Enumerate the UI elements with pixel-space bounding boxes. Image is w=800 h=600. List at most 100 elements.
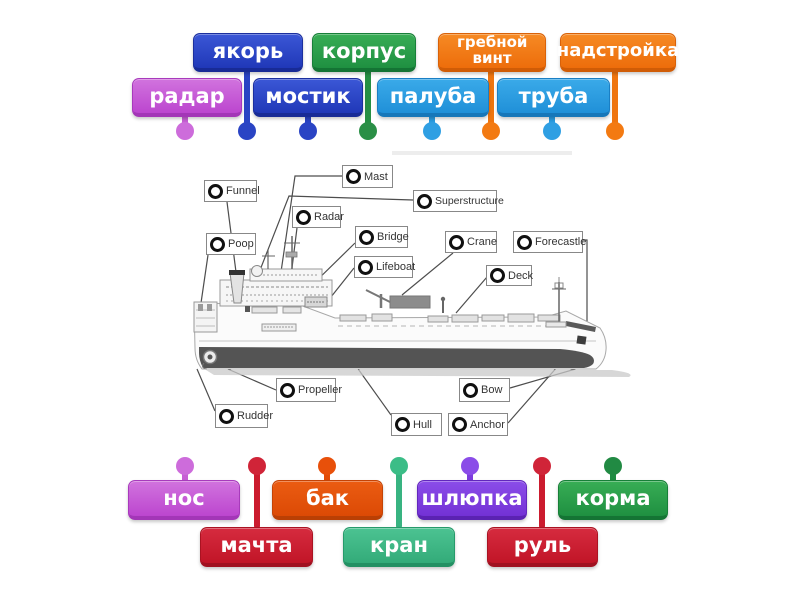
ship-stern-structure <box>193 301 218 333</box>
word-pin-stem-shlyupka <box>467 466 473 484</box>
target-circle-propeller[interactable] <box>280 382 295 398</box>
target-circle-superstructure[interactable] <box>417 193 432 209</box>
diagram-label-poop[interactable]: Poop <box>206 233 256 255</box>
word-pin-stem-kran <box>396 466 402 529</box>
target-circle-lifeboat[interactable] <box>358 259 373 275</box>
word-pin-stem-machta <box>254 466 260 529</box>
word-tile-label: шлюпка <box>421 486 523 511</box>
target-circle-funnel[interactable] <box>208 183 223 199</box>
target-circle-mast[interactable] <box>346 169 361 184</box>
word-tile-machta[interactable]: мачта <box>200 527 313 567</box>
word-pin-stem-nadstroyka <box>612 68 618 131</box>
ship-superstructure <box>219 236 333 332</box>
diagram-label-text: Bridge <box>377 231 409 243</box>
word-tile-label: корпус <box>321 38 407 63</box>
word-pin-dot-nadstroyka <box>606 122 624 140</box>
diagram-label-text: Superstructure <box>435 195 504 207</box>
target-circle-poop[interactable] <box>210 236 225 252</box>
word-pin-dot-paluba <box>423 122 441 140</box>
diagram-label-text: Deck <box>508 269 534 282</box>
diagram-label-text: Poop <box>228 238 254 250</box>
diagram-label-text: Forecastle <box>535 236 587 248</box>
diagram-label-forecastle[interactable]: Forecastle <box>513 231 587 253</box>
word-pin-stem-rul <box>539 466 545 529</box>
word-pin-dot-rul <box>533 457 551 475</box>
word-tile-nadstroyka[interactable]: надстройка <box>556 33 680 72</box>
target-circle-hull[interactable] <box>395 417 410 432</box>
diagram-label-mast[interactable]: Mast <box>342 165 393 188</box>
diagram-label-crane[interactable]: Crane <box>445 231 497 253</box>
word-tile-rul[interactable]: руль <box>487 527 598 567</box>
word-pin-stem-korpus <box>365 68 371 131</box>
diagram-label-text: Mast <box>364 170 388 183</box>
word-pin-dot-shlyupka <box>461 457 479 475</box>
word-tile-label: бак <box>305 486 350 511</box>
word-tile-label: труба <box>518 83 589 108</box>
word-tile-yakor[interactable]: якорь <box>193 33 303 72</box>
word-pin-dot-truba <box>543 122 561 140</box>
target-circle-radar[interactable] <box>296 209 311 225</box>
word-pin-dot-machta <box>248 457 266 475</box>
word-pin-dot-kran <box>390 457 408 475</box>
target-circle-crane[interactable] <box>449 234 464 250</box>
word-pin-dot-nos <box>176 457 194 475</box>
diagram-label-superstructure[interactable]: Superstructure <box>413 190 504 212</box>
diagram-label-text: Hull <box>413 418 432 431</box>
diagram-label-text: Bow <box>481 384 503 396</box>
word-tile-paluba[interactable]: палуба <box>377 78 489 117</box>
diagram-label-anchor[interactable]: Anchor <box>448 413 508 436</box>
diagram-label-radar[interactable]: Radar <box>292 206 344 228</box>
diagram-label-text: Funnel <box>226 185 260 197</box>
diagram-label-lifeboat[interactable]: Lifeboat <box>354 256 416 278</box>
word-tile-label: руль <box>513 533 572 558</box>
word-tile-radar[interactable]: радар <box>132 78 242 117</box>
word-tile-korma[interactable]: корма <box>558 480 668 520</box>
word-pin-dot-grebnoy-vint <box>482 122 500 140</box>
word-tile-label: надстройка <box>556 39 680 61</box>
word-tile-shlyupka[interactable]: шлюпка <box>417 480 527 520</box>
target-circle-forecastle[interactable] <box>517 234 532 250</box>
scan-artifact <box>392 151 572 155</box>
diagram-label-text: Lifeboat <box>376 261 416 273</box>
word-tile-bak[interactable]: бак <box>272 480 383 520</box>
diagram-label-text: Anchor <box>470 418 505 431</box>
diagram-label-text: Radar <box>314 211 344 223</box>
target-circle-bridge[interactable] <box>359 229 374 245</box>
word-tile-mostik[interactable]: мостик <box>253 78 363 117</box>
diagram-label-bridge[interactable]: Bridge <box>355 226 409 248</box>
word-pin-dot-yakor <box>238 122 256 140</box>
word-pin-dot-radar <box>176 122 194 140</box>
word-pin-dot-bak <box>318 457 336 475</box>
word-pin-stem-korma <box>610 466 616 484</box>
word-tile-kran[interactable]: кран <box>343 527 455 567</box>
word-tile-truba[interactable]: труба <box>497 78 610 117</box>
word-tile-grebnoy-vint[interactable]: гребной винт <box>438 33 546 72</box>
word-tile-nos[interactable]: нос <box>128 480 240 520</box>
word-pin-dot-mostik <box>299 122 317 140</box>
ship-deck-fittings <box>338 277 567 328</box>
target-circle-deck[interactable] <box>490 268 505 283</box>
target-circle-bow[interactable] <box>463 382 478 398</box>
word-tile-label: мостик <box>265 83 351 108</box>
word-pin-dot-korpus <box>359 122 377 140</box>
word-tile-label: мачта <box>220 533 293 558</box>
word-tile-korpus[interactable]: корпус <box>312 33 416 72</box>
diagram-label-funnel[interactable]: Funnel <box>204 180 260 202</box>
diagram-label-propeller[interactable]: Propeller <box>276 378 342 402</box>
target-circle-anchor[interactable] <box>452 417 467 432</box>
word-tile-label: радар <box>149 83 225 108</box>
diagram-label-deck[interactable]: Deck <box>486 265 534 286</box>
diagram-label-text: Propeller <box>298 384 343 396</box>
diagram-label-rudder[interactable]: Rudder <box>215 404 273 428</box>
diagram-label-hull[interactable]: Hull <box>391 413 442 436</box>
diagram-label-bow[interactable]: Bow <box>459 378 510 402</box>
word-pin-dot-korma <box>604 457 622 475</box>
word-pin-stem-yakor <box>244 68 250 131</box>
diagram-label-text: Crane <box>467 236 497 248</box>
word-tile-label: якорь <box>212 38 284 63</box>
word-tile-label: нос <box>163 486 205 511</box>
target-circle-rudder[interactable] <box>219 408 234 424</box>
word-pin-stem-nos <box>182 466 188 484</box>
